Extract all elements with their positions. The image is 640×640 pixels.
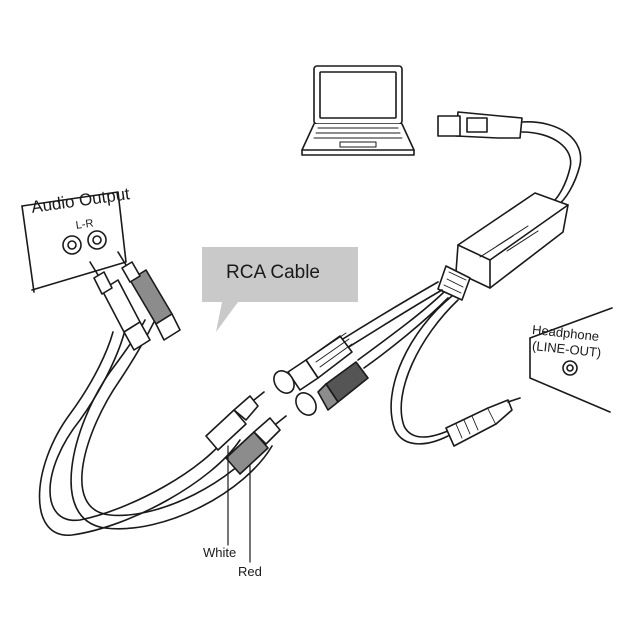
audio-lr-label: L-R — [75, 217, 95, 232]
rca-cable-label: RCA Cable — [226, 262, 320, 283]
rca-callout — [202, 247, 358, 332]
headphone-jack-icon — [445, 397, 521, 447]
male-rca-white-plug-upper — [89, 261, 151, 351]
audio-output-panel — [21, 191, 127, 293]
usb-plug-icon — [437, 111, 582, 206]
male-rca-white-plug — [205, 391, 265, 451]
cables — [38, 281, 459, 536]
laptop-icon — [301, 65, 415, 156]
headphone-panel — [529, 307, 613, 413]
red-plug-label: Red — [238, 564, 262, 579]
male-rca-red-plug — [225, 415, 287, 475]
female-rca-red-connector — [295, 361, 369, 416]
label-leader-lines — [227, 445, 251, 563]
male-rca-red-plug-upper — [117, 251, 181, 341]
white-plug-label: White — [203, 545, 237, 560]
female-rca-white-connector — [273, 332, 353, 394]
adapter-box-icon — [437, 192, 569, 301]
